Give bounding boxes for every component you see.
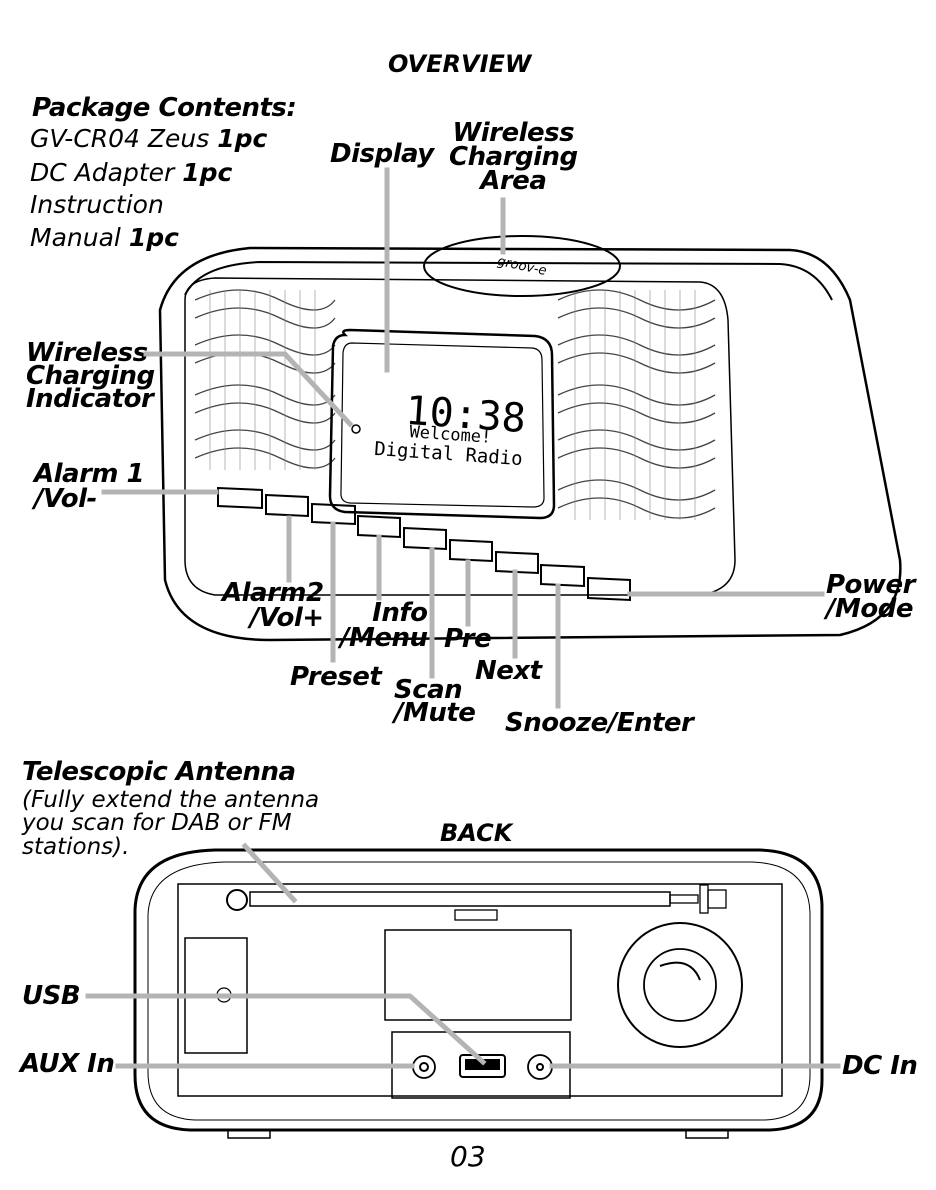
lcd-line2: Digital Radio	[373, 438, 523, 470]
button-alarm2	[265, 493, 309, 518]
label-wireless-area: Wireless Charging Area	[449, 118, 578, 196]
display-bezel	[328, 328, 556, 520]
back-panel	[177, 883, 783, 1097]
button-snooze	[540, 563, 585, 588]
overview-title: OVERVIEW	[388, 50, 532, 78]
label-aux: AUX In	[20, 1049, 115, 1079]
pad-logo: groov-e	[496, 254, 548, 279]
back-left-box	[184, 937, 248, 1054]
label-antenna-title: Telescopic Antenna	[22, 757, 296, 787]
button-preset	[311, 502, 356, 526]
front-view-diagram: groov-e 10:38 Welcome! Digital Radio	[101, 167, 902, 709]
lcd-time: 10:38	[404, 388, 527, 442]
port-panel	[391, 1031, 571, 1099]
button-scan	[403, 526, 447, 551]
front-buttons	[217, 486, 631, 602]
back-leader-lines	[85, 842, 841, 1069]
wireless-indicator-led	[351, 424, 361, 434]
radio-body-outline	[158, 246, 902, 642]
back-title: BACK	[440, 819, 513, 847]
aux-port	[412, 1055, 436, 1079]
button-power	[587, 576, 631, 602]
button-alarm1	[217, 486, 263, 510]
label-dc: DC In	[842, 1051, 918, 1081]
label-scan: Scan /Mute	[394, 675, 476, 728]
package-item: Manual 1pc	[30, 223, 179, 252]
charging-pad	[423, 235, 621, 297]
package-item: GV-CR04 Zeus 1pc	[30, 124, 268, 153]
back-label-area	[384, 929, 572, 1021]
button-info	[357, 514, 401, 539]
button-next	[495, 550, 539, 575]
front-leader-lines	[101, 167, 825, 709]
dc-port	[527, 1054, 553, 1080]
usb-port	[459, 1054, 506, 1078]
antenna-note-line: stations).	[22, 834, 130, 860]
label-usb: USB	[22, 981, 81, 1011]
label-power: Power /Mode	[826, 570, 915, 624]
antenna-pivot	[226, 889, 248, 911]
leader-usb	[85, 993, 487, 1066]
label-snooze: Snooze/Enter	[505, 708, 694, 738]
antenna-note-line: (Fully extend the antenna	[22, 787, 320, 813]
leader-antenna	[241, 842, 298, 904]
package-heading: Package Contents:	[32, 93, 297, 123]
package-item: DC Adapter 1pc	[30, 158, 233, 187]
button-pre	[449, 538, 493, 563]
label-wireless-indicator: Wireless Charging Indicator	[26, 338, 155, 414]
label-alarm1: Alarm 1 /Vol-	[34, 459, 145, 514]
antenna-note-line: you scan for DAB or FM	[22, 810, 292, 836]
leader-wireless-indicator	[143, 351, 354, 428]
back-body-outline	[133, 848, 824, 1132]
label-display: Display	[330, 139, 434, 169]
page-number: 03	[450, 1140, 486, 1173]
label-preset: Preset	[290, 662, 382, 692]
label-next: Next	[475, 656, 542, 686]
label-info: Info /Menu	[340, 598, 428, 653]
package-item: Instruction	[30, 190, 164, 219]
antenna-rod	[249, 891, 671, 907]
radio-front-face	[184, 277, 736, 596]
label-alarm2: Alarm2 /Vol+	[222, 578, 324, 633]
speaker-port	[617, 922, 743, 1048]
